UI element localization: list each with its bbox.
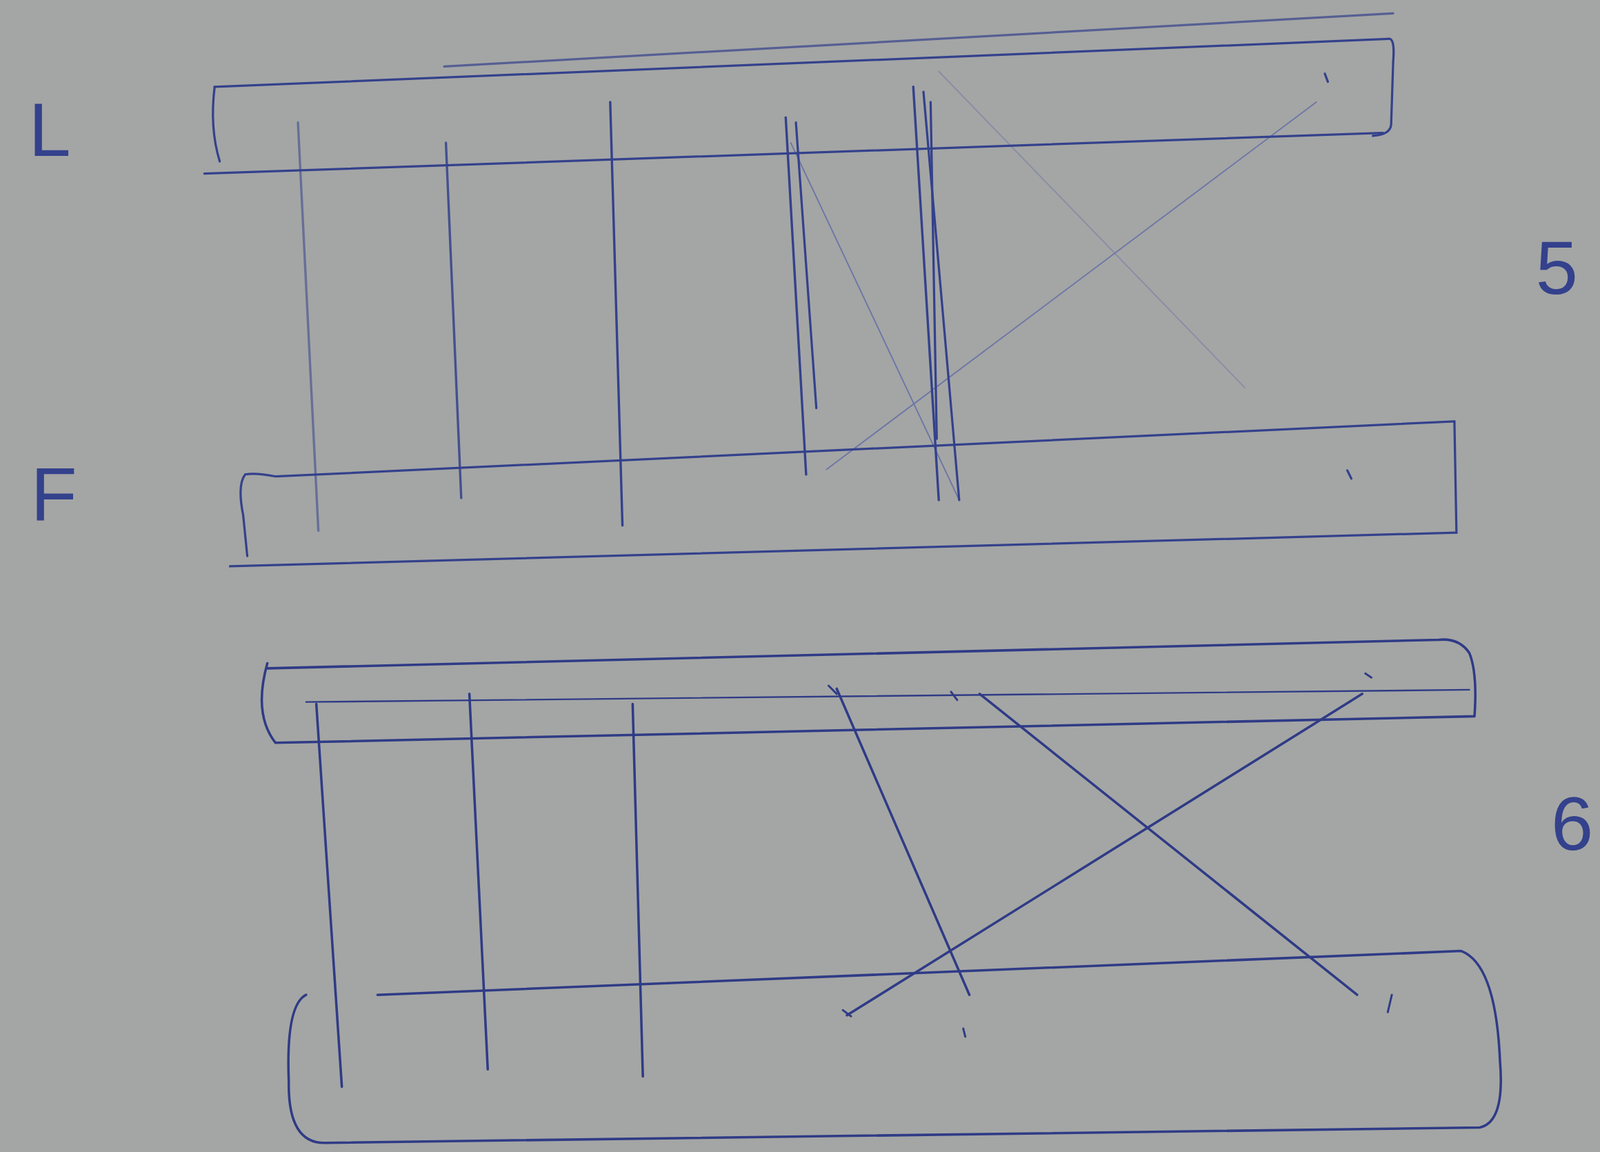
bar-stroke [240,474,247,556]
bar-stroke [204,132,1383,174]
crossing-line [836,688,969,995]
rung-stroke [923,91,960,500]
bar-stroke [1372,38,1394,136]
bar-stroke [212,86,220,162]
rung-line [469,693,489,1069]
crossing-line [846,693,1363,1016]
lower-ladder [262,639,1502,1143]
bar-stroke [244,421,1454,477]
bar-letter: L [28,91,71,168]
tick-mark [828,673,1392,1037]
figure-number: 6 [1551,785,1594,862]
bar-stroke [1346,470,1352,479]
figure-number: 5 [1535,229,1578,306]
faint-diagonal [826,102,1316,470]
rung-line [297,122,319,531]
ladder-bar: L [199,10,1399,183]
faint-pencil-lines [791,71,1317,500]
rung-line [632,704,643,1077]
rung-line [446,142,462,498]
bar-stroke [1453,421,1456,533]
bar-stroke [229,532,1456,567]
rung-line [316,704,343,1087]
bar-stroke [1324,73,1328,83]
bar-outline [199,10,1399,183]
faint-diagonal [938,71,1245,389]
bar-outline [288,951,1501,1143]
rung-line [785,117,807,475]
bar-outline [262,639,1476,743]
bar-letter: F [30,456,77,533]
bar-outline [224,413,1460,572]
ladder-bar: F [224,413,1460,572]
crossing-line [979,693,1357,995]
bar-inner-line [306,689,1470,703]
bar-stroke [444,13,1394,67]
